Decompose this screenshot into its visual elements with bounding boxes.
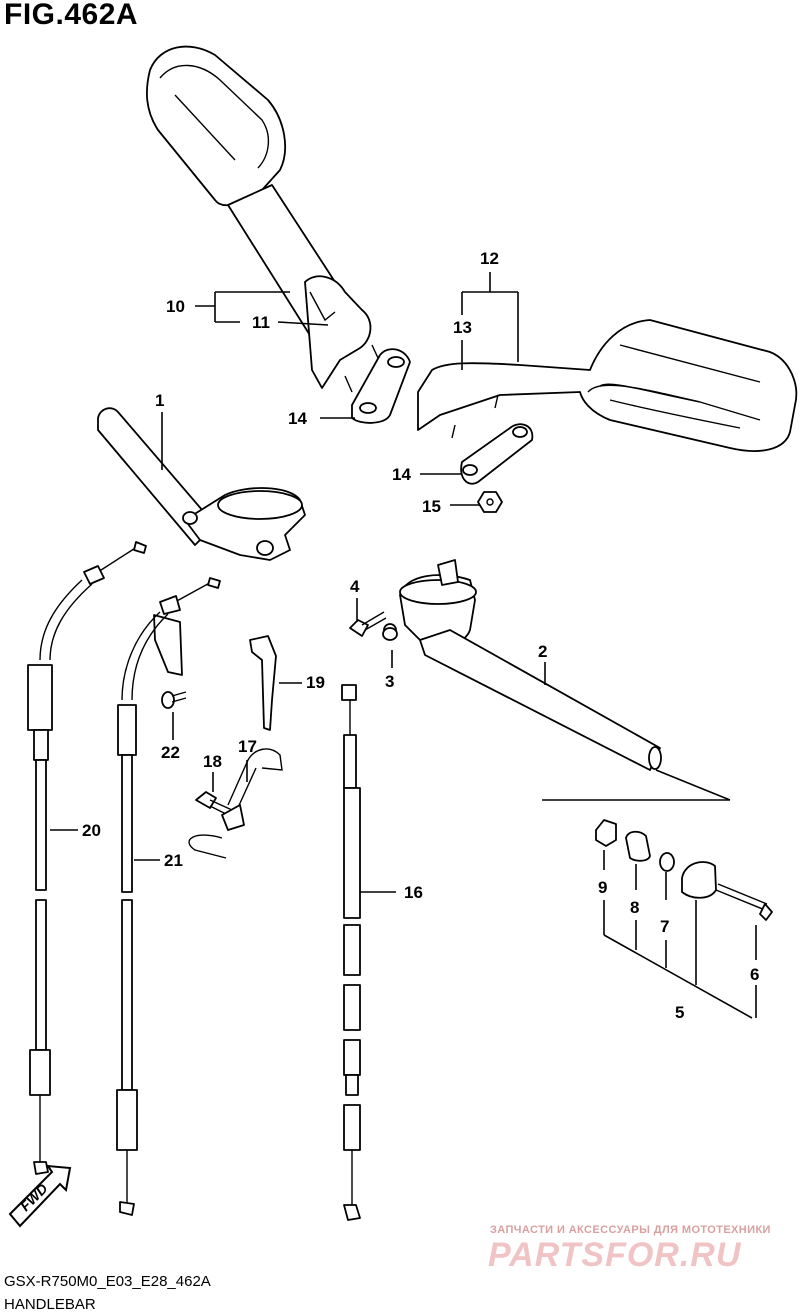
callout-5: 5 [675,1003,684,1022]
callout-22: 22 [161,743,180,762]
handlebar-left[interactable] [97,407,306,561]
callout-4: 4 [350,577,360,596]
throttle-cable-20[interactable] [27,541,147,1175]
throttle-cable-21[interactable] [116,577,221,1216]
callout-6: 6 [750,965,759,984]
leader-lines [50,272,757,1019]
callout-10: 10 [166,297,185,316]
mirror-bracket-right[interactable] [460,423,534,485]
callouts: 1 2 3 4 5 6 7 8 9 10 11 12 13 14 14 15 1… [82,249,759,1022]
nut-15[interactable] [477,491,503,513]
callout-20: 20 [82,821,101,840]
bolt-4[interactable] [349,611,387,637]
watermark-tagline: ЗАПЧАСТИ И АКСЕССУАРЫ ДЛЯ МОТОТЕХНИКИ [490,1224,771,1236]
callout-16: 16 [404,883,423,902]
figure-title: FIG.462A [4,0,139,31]
callout-7: 7 [660,917,669,936]
callout-17: 17 [238,737,257,756]
callout-11: 11 [252,313,270,332]
screw-22[interactable] [161,691,187,709]
callout-19: 19 [306,673,325,692]
callout-8: 8 [630,898,639,917]
callout-21: 21 [164,851,183,870]
watermark-logo: PARTSFOR.RU [488,1236,742,1274]
clamp-17[interactable] [188,748,283,859]
callout-1: 1 [155,391,164,410]
callout-2: 2 [538,642,547,661]
bolt-18[interactable] [195,791,233,817]
handlebar-right[interactable] [383,559,662,771]
callout-14-lower: 14 [392,465,411,484]
callout-18: 18 [203,752,222,771]
callout-3: 3 [385,672,394,691]
bar-end-assembly[interactable] [595,819,773,921]
clutch-cable-16[interactable] [341,684,361,1221]
figure-name: HANDLEBAR [4,1296,96,1313]
callout-14-upper: 14 [288,409,307,428]
fwd-arrow-icon: FWD [8,1164,72,1228]
figure-code: GSX-R750M0_E03_E28_462A [4,1273,211,1290]
left-mirror[interactable] [146,45,379,393]
callout-9: 9 [598,878,607,897]
right-mirror[interactable] [417,319,798,452]
callout-12: 12 [480,249,499,268]
callout-15: 15 [422,497,441,516]
mirror-bracket-left[interactable] [351,348,411,424]
guide-19[interactable] [249,635,277,731]
washer-3[interactable] [382,627,398,641]
callout-13: 13 [453,318,472,337]
